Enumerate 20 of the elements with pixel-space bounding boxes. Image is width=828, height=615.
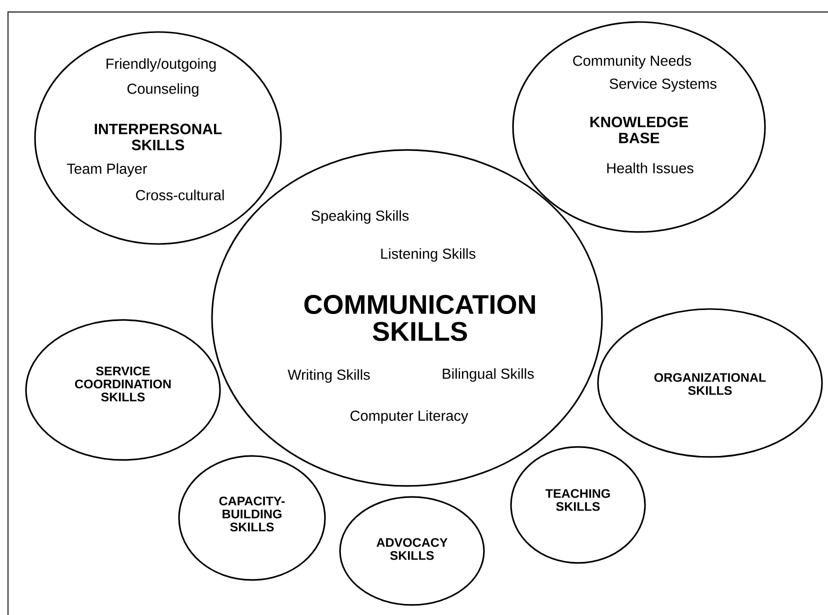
skill-label: Listening Skills: [381, 248, 476, 262]
skill-label: Team Player: [67, 163, 148, 177]
skill-label: Counseling: [127, 83, 198, 97]
skill-label: Bilingual Skills: [442, 368, 534, 382]
skill-label: Speaking Skills: [312, 210, 409, 224]
skill-heading: KNOWLEDGE BASE: [590, 116, 688, 144]
skill-heading: ORGANIZATIONAL SKILLS: [654, 373, 766, 395]
skill-heading: TEACHING SKILLS: [546, 489, 610, 511]
skill-label: Health Issues: [607, 162, 694, 174]
skill-heading: CAPACITY-BUILDING SKILLS: [219, 496, 285, 532]
skill-heading: SERVICE COORDINATION SKILLS: [75, 366, 171, 402]
skill-label: Service Systems: [610, 78, 716, 92]
skill-label: Computer Literacy: [350, 410, 468, 424]
skill-label: Writing Skills: [288, 369, 370, 383]
skill-heading: ADVOCACY SKILLS: [376, 538, 448, 560]
skill-label: Community Needs: [573, 55, 692, 69]
skill-label: Friendly/outgoing: [106, 58, 216, 72]
skill-label: Cross-cultural: [136, 190, 224, 200]
skill-heading: INTERPERSONAL SKILLS: [94, 124, 222, 150]
skill-heading: COMMUNICATION SKILLS: [304, 294, 535, 342]
